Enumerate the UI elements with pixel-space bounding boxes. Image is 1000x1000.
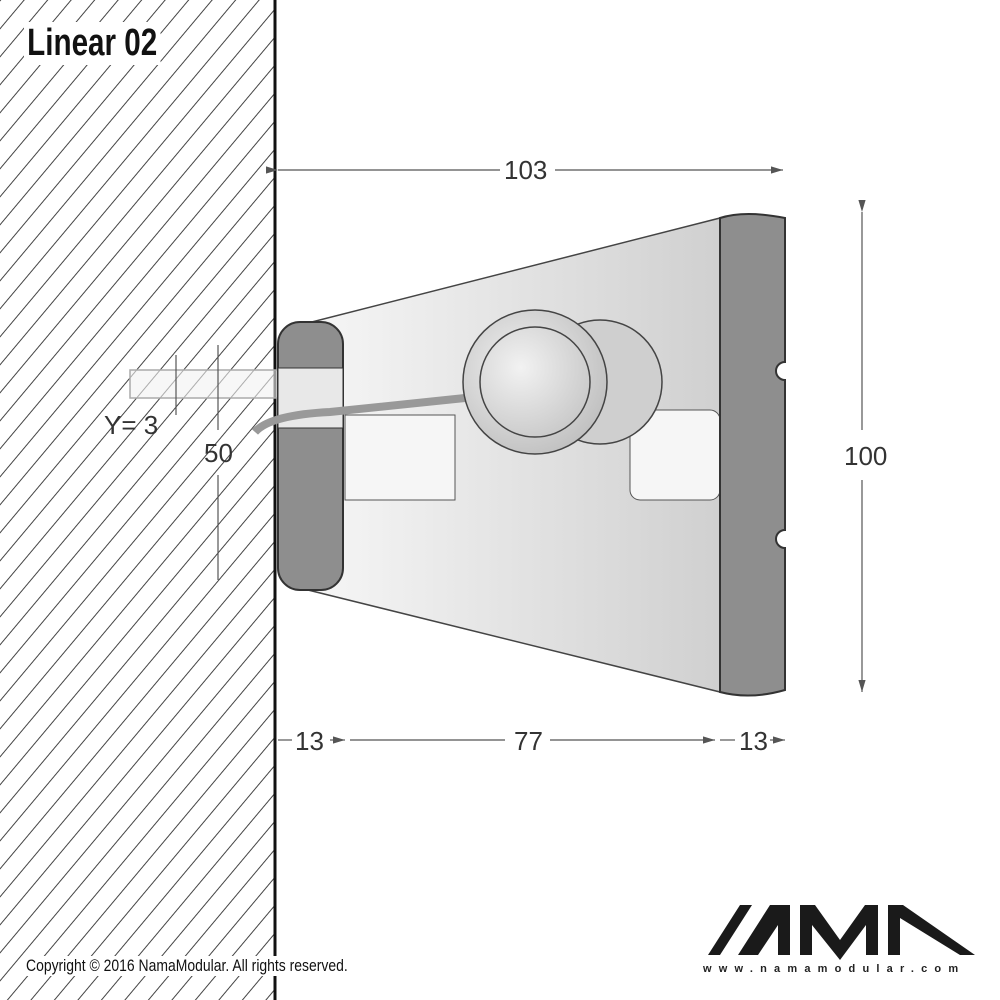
wall-hatch — [0, 0, 275, 1000]
dim-overall-depth: 103 — [502, 155, 550, 185]
dim-anchor-spacing: 50 — [204, 438, 233, 468]
page-title: Linear 02 — [24, 22, 161, 65]
dimension-lines — [175, 166, 866, 744]
knob-face — [479, 326, 591, 438]
cable — [252, 394, 466, 435]
right-end-cap — [719, 213, 786, 697]
logo-url: www.namamodular.com — [703, 963, 966, 975]
copyright: Copyright © 2016 NamaModular. All rights… — [26, 956, 348, 976]
left-end-cap — [277, 321, 344, 591]
dim-left-cap: 13 — [293, 726, 326, 756]
nama-logo — [708, 905, 975, 960]
dim-overall-height: 100 — [842, 441, 890, 471]
knob — [462, 309, 608, 455]
dim-body: 77 — [512, 726, 545, 756]
dim-right-cap: 13 — [737, 726, 770, 756]
dim-offset: Y= 3 — [104, 410, 159, 440]
inner-slot-left — [344, 414, 456, 501]
